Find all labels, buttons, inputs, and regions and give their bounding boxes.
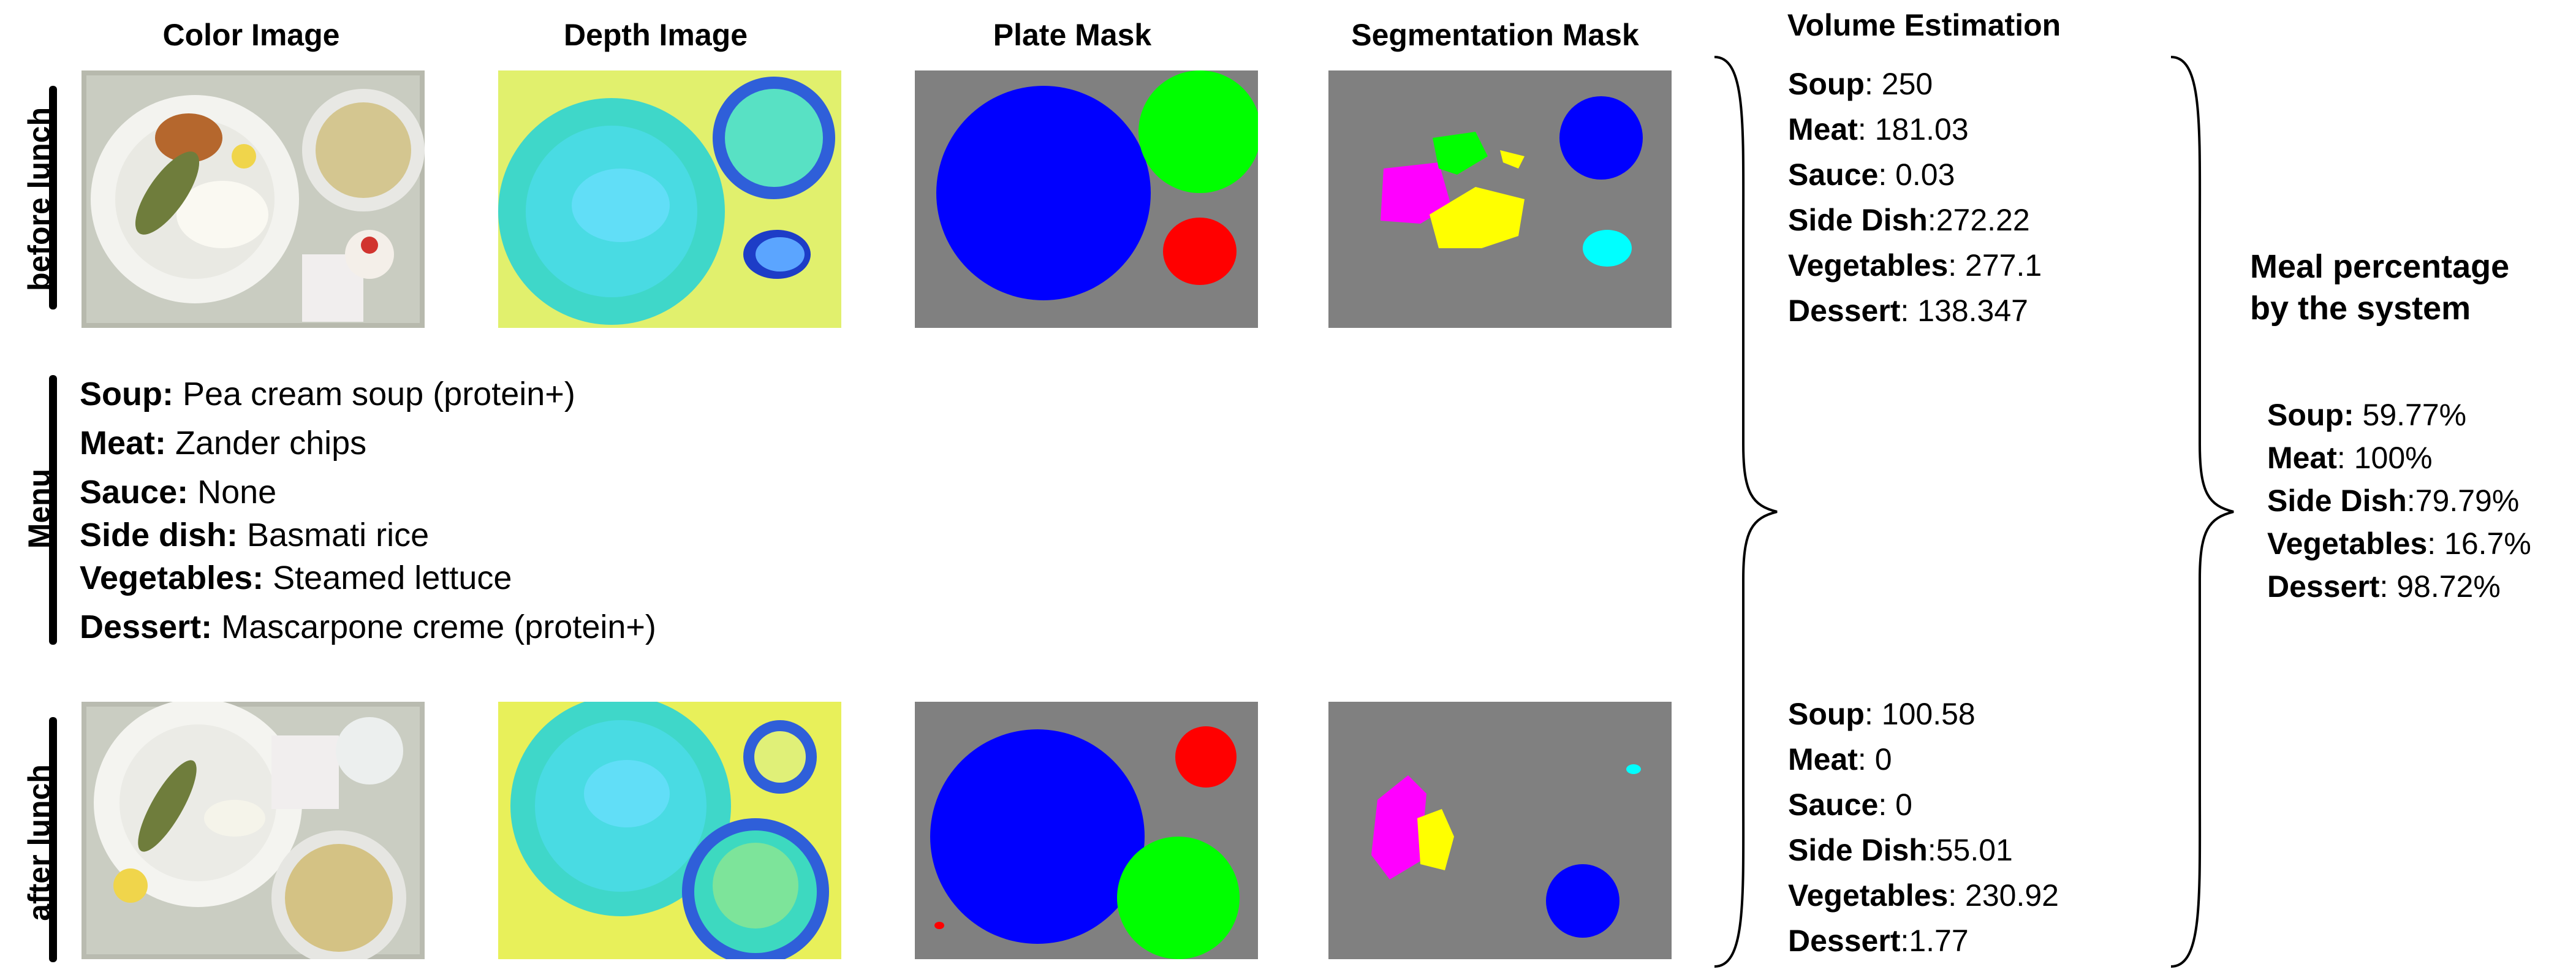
header-depth-image: Depth Image bbox=[563, 18, 748, 52]
row-bar-before bbox=[49, 86, 57, 310]
segmentation-mask-after bbox=[1328, 702, 1672, 959]
volume-after-vegetables: Vegetables: 230.92 bbox=[1788, 878, 2059, 913]
meal-percentage-soup: Soup: 59.77% bbox=[2267, 398, 2467, 432]
color-image-after bbox=[81, 702, 425, 959]
plate-mask-before bbox=[915, 70, 1258, 328]
menu-dessert: Dessert: Mascarpone creme (protein+) bbox=[80, 609, 656, 645]
meal-percentage-dessert: Dessert: 98.72% bbox=[2267, 569, 2501, 604]
menu-sauce: Sauce: None bbox=[80, 474, 277, 511]
header-color-image: Color Image bbox=[162, 18, 340, 52]
volume-before-meat: Meat: 181.03 bbox=[1788, 112, 1969, 146]
volume-after-soup: Soup: 100.58 bbox=[1788, 697, 1976, 731]
meal-percentage-side-dish: Side Dish:79.79% bbox=[2267, 484, 2520, 518]
header-plate-mask: Plate Mask bbox=[993, 18, 1152, 52]
volume-after-dessert: Dessert:1.77 bbox=[1788, 924, 1969, 958]
menu-side-dish: Side dish: Basmati rice bbox=[80, 517, 430, 553]
volume-before-side-dish: Side Dish:272.22 bbox=[1788, 203, 2030, 237]
brace-volume bbox=[1714, 56, 1778, 968]
volume-before-sauce: Sauce: 0.03 bbox=[1788, 158, 1955, 192]
row-label-after-lunch: after lunch bbox=[22, 764, 56, 921]
meal-percentage-title-line1: Meal percentage bbox=[2250, 248, 2510, 285]
meal-percentage-title-line2: by the system bbox=[2250, 290, 2471, 327]
volume-after-meat: Meat: 0 bbox=[1788, 742, 1892, 777]
meal-percentage-meat: Meat: 100% bbox=[2267, 441, 2433, 475]
volume-after-sauce: Sauce: 0 bbox=[1788, 788, 1912, 822]
brace-meal-percentage bbox=[2170, 56, 2234, 968]
segmentation-mask-before bbox=[1328, 70, 1672, 328]
row-bar-menu bbox=[49, 375, 57, 645]
color-image-before bbox=[81, 70, 425, 328]
volume-after-side-dish: Side Dish:55.01 bbox=[1788, 833, 2013, 867]
meal-percentage-vegetables: Vegetables: 16.7% bbox=[2267, 526, 2531, 561]
volume-before-vegetables: Vegetables: 277.1 bbox=[1788, 248, 2042, 283]
plate-mask-after bbox=[915, 702, 1258, 959]
volume-before-soup: Soup: 250 bbox=[1788, 67, 1933, 101]
row-label-menu: Menu bbox=[22, 468, 56, 549]
row-bar-after bbox=[49, 717, 57, 962]
volume-before-dessert: Dessert: 138.347 bbox=[1788, 294, 2028, 328]
menu-vegetables: Vegetables: Steamed lettuce bbox=[80, 560, 512, 596]
header-volume-estimation: Volume Estimation bbox=[1787, 8, 2061, 42]
row-label-before-lunch: before lunch bbox=[22, 107, 56, 292]
header-segmentation-mask: Segmentation Mask bbox=[1351, 18, 1639, 52]
menu-meat: Meat: Zander chips bbox=[80, 425, 367, 462]
depth-image-after bbox=[498, 702, 841, 959]
depth-image-before bbox=[498, 70, 841, 328]
menu-soup: Soup: Pea cream soup (protein+) bbox=[80, 376, 575, 412]
